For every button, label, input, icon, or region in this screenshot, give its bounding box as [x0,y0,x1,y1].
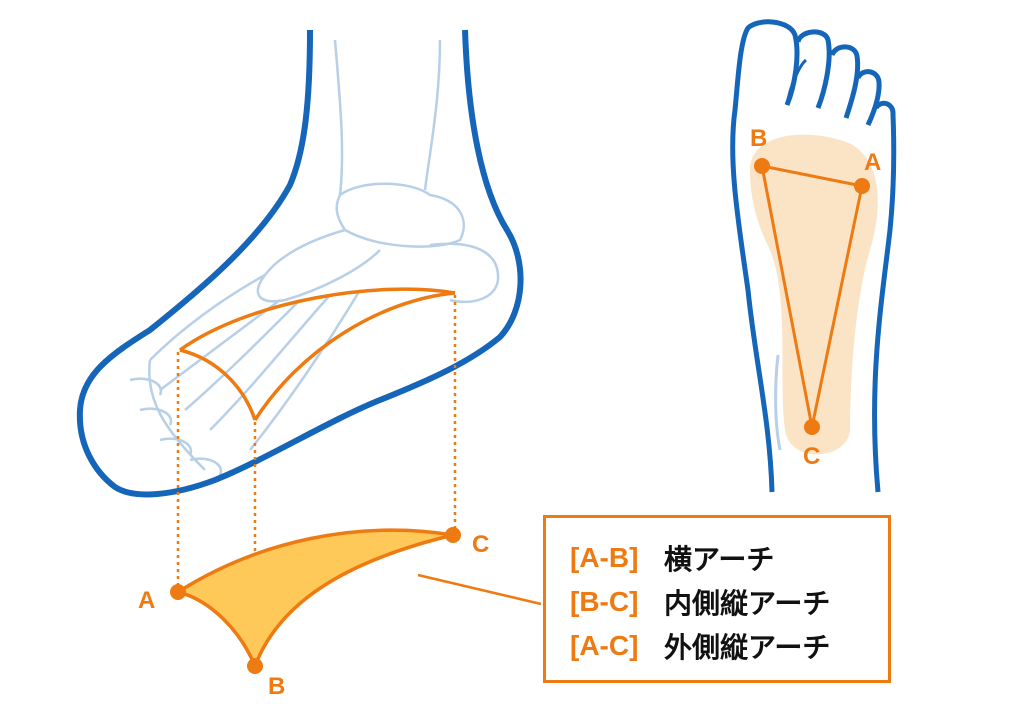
legend-name: 外側縦アーチ [664,631,831,664]
label-c-sole: C [803,443,820,470]
point-c-side [445,527,461,543]
label-a-sole: A [864,149,881,176]
point-a-side [170,584,186,600]
point-b-side [247,658,263,674]
legend-name: 内側縦アーチ [664,587,831,620]
legend-code: [B-C] [570,586,639,617]
legend-row-transverse: [A-B] 横アーチ [570,536,888,580]
legend-row-medial: [B-C] 内側縦アーチ [570,580,888,624]
legend-name: 横アーチ [664,543,775,576]
arch-shape [173,528,454,671]
arch-on-foot [178,287,456,421]
label-c-side: C [472,531,489,558]
sole-highlight [750,134,878,455]
legend-box: [A-B] 横アーチ [B-C] 内側縦アーチ [A-C] 外側縦アーチ [543,515,891,683]
legend-code: [A-B] [570,542,639,573]
sole-foot-outline [730,19,897,493]
point-c-sole [804,419,820,435]
label-b-side: B [268,673,285,700]
label-a-side: A [138,587,155,614]
point-b-sole [754,158,770,174]
point-a-sole [854,178,870,194]
projection-lines [176,295,457,664]
label-b-sole: B [750,125,767,152]
legend-code: [A-C] [570,630,639,661]
legend-row-lateral: [A-C] 外側縦アーチ [570,624,888,668]
sole-triangle [760,164,864,428]
legend-leader-line [417,573,542,606]
side-foot-outline [76,29,524,498]
side-foot-bones [129,39,500,476]
